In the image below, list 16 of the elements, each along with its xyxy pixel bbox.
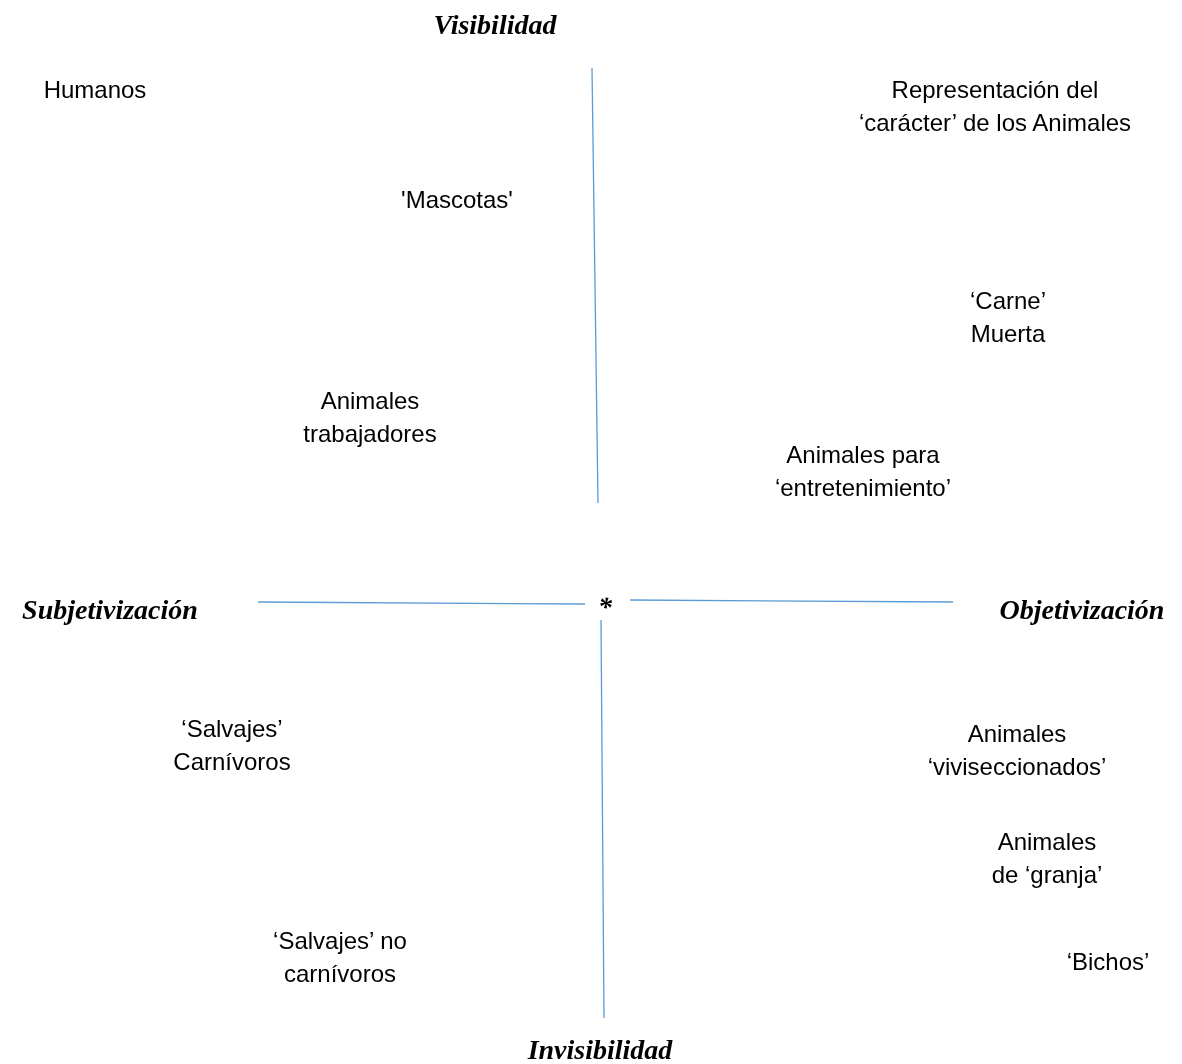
category-label: Animales ‘viviseccionados’ — [926, 719, 1108, 782]
category-label: Animales para ‘entretenimiento’ — [773, 440, 953, 503]
category-label: ‘Salvajes’ Carnívoros — [172, 714, 292, 777]
category-label: 'Mascotas' — [401, 184, 513, 215]
origin-mark: * — [598, 589, 612, 623]
category-label: Humanos — [43, 74, 147, 105]
axis-title: Subjetivización — [22, 592, 198, 626]
category-label: Representación del ‘carácter’ de los Animales — [857, 75, 1133, 138]
category-label: Animales de ‘granja’ — [990, 827, 1104, 890]
category-label: ‘Bichos’ — [1066, 946, 1150, 977]
axis-title: Visibilidad — [433, 7, 557, 41]
axis-title: Invisibilidad — [527, 1032, 673, 1064]
axis-title: Objetivización — [999, 592, 1165, 626]
category-label: Animales trabajadores — [302, 386, 438, 449]
category-label: ‘Salvajes’ no carnívoros — [272, 926, 408, 989]
category-label: ‘Carne’ Muerta — [969, 286, 1047, 349]
